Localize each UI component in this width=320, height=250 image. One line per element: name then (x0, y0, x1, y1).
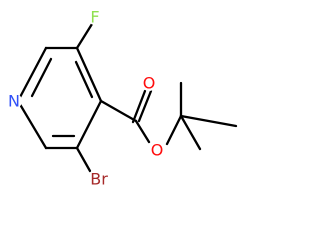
bond-c-o-double-a (131, 89, 147, 124)
molecule-structure-diagram: N F Br O O (6, 7, 238, 190)
bond-c4-c5 (75, 99, 103, 150)
bond-c5-br (75, 146, 92, 173)
carbonyl-oxygen-label: O (143, 74, 156, 93)
bond-lines (16, 22, 238, 173)
bond-n-c2-inner (30, 57, 53, 98)
nitrogen-atom: N (6, 92, 22, 111)
fluorine-label: F (90, 8, 99, 27)
bond-tbutyl-me-right (179, 114, 238, 128)
bond-c-o-double-b (137, 89, 153, 123)
bond-c3-c4 (75, 46, 103, 103)
bond-c6-n (16, 99, 48, 150)
bond-c4-carbonyl-c (99, 99, 138, 123)
ester-oxygen-atom: O (149, 141, 165, 160)
atom-labels: N F Br O O (6, 8, 165, 190)
bromine-atom: Br (88, 168, 110, 190)
nitrogen-label: N (8, 92, 20, 111)
ester-oxygen-label: O (151, 141, 164, 160)
carbonyl-oxygen-atom: O (141, 74, 157, 93)
bond-c-o-ester (134, 119, 151, 144)
bond-c3-c4-inner (74, 60, 94, 99)
bond-c3-f (75, 22, 94, 50)
bond-n-c2 (16, 46, 48, 103)
bond-tbutyl-me-bottom (179, 114, 202, 151)
bromine-label: Br (90, 170, 108, 189)
bond-o-tbutyl (165, 114, 183, 146)
fluorine-atom: F (87, 8, 103, 27)
